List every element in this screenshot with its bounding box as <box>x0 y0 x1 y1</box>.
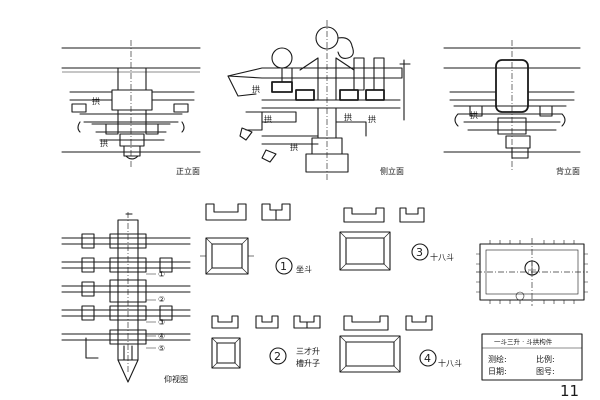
part-4-label: 十八斗 <box>438 358 462 368</box>
part-4-number: 4 <box>424 352 431 365</box>
title-block-field-a: 测绘: <box>488 354 507 364</box>
title-block: 一斗三升 · 斗拱构件 测绘: 日期: 比例: 图号: <box>481 333 583 381</box>
plan-tag-1: ① <box>158 270 165 279</box>
part-1-marker <box>275 257 293 275</box>
title-block-title: 一斗三升 · 斗拱构件 <box>494 337 553 346</box>
svg-text:拱: 拱 <box>92 96 100 106</box>
side-tag-2: 拱 <box>264 114 272 124</box>
plan-tag-4: ④ <box>158 332 165 341</box>
title-block-field-b: 日期: <box>488 367 507 376</box>
part-3-label: 十八斗 <box>430 252 454 262</box>
part-2-number: 2 <box>274 350 281 363</box>
front-tag-2: 拱 <box>100 138 108 148</box>
plan-tag-2: ② <box>158 295 165 304</box>
part-1-number: 1 <box>280 260 287 273</box>
front-elevation: 拱 拱 正立面 <box>61 40 201 176</box>
part-1-label: 坐斗 <box>296 265 312 274</box>
part-3-group: 3 十八斗 <box>339 207 454 271</box>
page-number: 11 <box>560 382 579 400</box>
back-elevation: 拱 背立面 <box>443 40 581 176</box>
part-3-number: 3 <box>416 246 423 259</box>
front-elevation-label: 正立面 <box>176 166 200 176</box>
side-tag-1: 拱 <box>252 84 260 94</box>
side-elevation: 拱 拱 拱 拱 拱 侧立面 <box>227 20 411 180</box>
side-elevation-label: 侧立面 <box>380 166 404 176</box>
side-tag-4: 拱 <box>344 112 352 122</box>
part-4-marker <box>419 349 437 367</box>
back-elevation-label: 背立面 <box>556 166 580 176</box>
svg-text:拱: 拱 <box>470 110 478 120</box>
top-view-grid <box>476 238 588 306</box>
plan-view-label: 仰视图 <box>164 374 188 384</box>
part-1-group: 1 坐斗 <box>200 203 312 275</box>
plan-tag-5: ⑤ <box>158 344 165 353</box>
title-block-field-d: 图号: <box>536 367 555 376</box>
plan-tag-3: ③ <box>158 318 165 327</box>
part-2-label-b: 槽升子 <box>296 358 320 368</box>
side-tag-5: 拱 <box>368 114 376 124</box>
part-3-marker <box>411 243 429 261</box>
side-tag-3: 拱 <box>290 142 298 152</box>
part-2-marker <box>269 347 287 365</box>
part-4-group: 4 十八斗 <box>339 315 462 373</box>
part-2-group: 2 三才升 槽升子 <box>211 315 321 369</box>
top-view-center-mark <box>524 260 540 276</box>
title-block-frame <box>481 333 583 381</box>
title-block-field-c: 比例: <box>536 354 555 364</box>
part-2-label-a: 三才升 <box>296 346 320 356</box>
plan-view: ① ② ③ ④ ⑤ 仰视图 <box>61 212 191 384</box>
